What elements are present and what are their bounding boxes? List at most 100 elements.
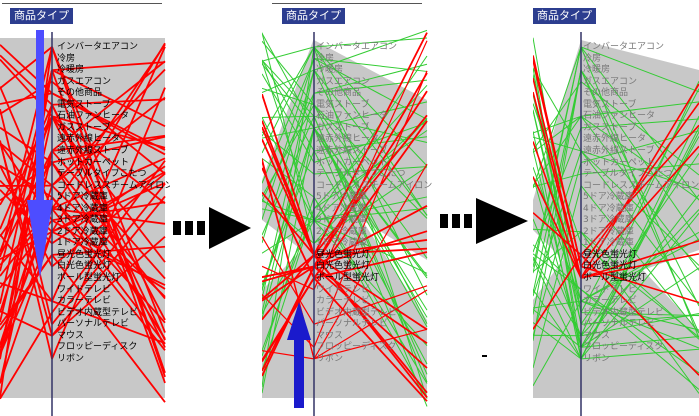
category-label[interactable]: マウス	[583, 330, 611, 341]
category-label[interactable]: 冷暖房	[57, 65, 85, 76]
category-label[interactable]: ホットカーペット	[57, 157, 130, 168]
category-label[interactable]: カラーテレビ	[316, 296, 371, 307]
category-label[interactable]: コードレススチームアイロン	[316, 180, 432, 191]
category-label[interactable]: 昼光色蛍光灯	[583, 249, 638, 260]
category-label[interactable]: 4ドア冷蔵庫	[316, 203, 367, 214]
category-label[interactable]: 2ドア冷蔵庫	[316, 226, 367, 237]
category-label[interactable]: 冷房	[57, 53, 76, 64]
category-label[interactable]: ガスストーブ	[57, 122, 111, 133]
category-label[interactable]: ワイドテレビ	[316, 284, 371, 295]
green-connection-line	[580, 300, 699, 349]
category-label[interactable]: 白光色蛍光灯	[583, 261, 638, 272]
green-connection-line	[262, 115, 315, 119]
category-label[interactable]: その他商品	[57, 88, 103, 99]
category-label[interactable]: 遠赤外線ストーブ	[57, 145, 129, 156]
category-label[interactable]: ビデオ内蔵型テレビ	[316, 307, 398, 318]
category-label[interactable]: 5ドア冷蔵庫	[57, 192, 108, 203]
category-label[interactable]: フロッピーディスク	[57, 342, 138, 353]
green-connection-line	[533, 244, 582, 290]
category-label[interactable]: その他商品	[583, 88, 629, 99]
category-label[interactable]: ガスストーブ	[583, 122, 637, 133]
category-label[interactable]: 白光色蛍光灯	[57, 261, 112, 272]
category-label[interactable]: パーソナルテレビ	[583, 319, 656, 330]
category-label[interactable]: 2ドア冷蔵庫	[583, 226, 634, 237]
panel-2-title[interactable]: 商品タイプ	[282, 8, 345, 24]
category-label[interactable]: ビデオ内蔵型テレビ	[57, 307, 139, 318]
category-label[interactable]: インバータエアコン	[316, 42, 398, 52]
red-connection-line	[313, 120, 428, 279]
category-label[interactable]: 冷房	[316, 53, 335, 64]
green-connection-line	[313, 58, 428, 120]
category-label[interactable]: コードレススチームアイロン	[57, 180, 170, 191]
category-label[interactable]: 3ドア冷蔵庫	[583, 215, 634, 226]
category-label[interactable]: フロッピーディスク	[316, 342, 397, 353]
category-label[interactable]: ワイドテレビ	[57, 284, 112, 295]
category-label[interactable]: 5ドア冷蔵庫	[316, 192, 367, 203]
category-label[interactable]: 4ドア冷蔵庫	[583, 203, 634, 214]
category-label[interactable]: 昼光色蛍光灯	[57, 249, 112, 260]
category-label[interactable]: 3ドア冷蔵庫	[316, 215, 367, 226]
category-label[interactable]: 冷暖房	[316, 65, 344, 76]
category-label[interactable]: リボン	[57, 353, 85, 364]
category-label[interactable]: パーソナルテレビ	[316, 319, 389, 330]
category-label[interactable]: ボール型蛍光灯	[316, 273, 380, 283]
category-label[interactable]: 石油ファンヒータ	[57, 111, 130, 122]
category-label[interactable]: 遠赤外線ヒータ	[583, 134, 647, 145]
category-label[interactable]: カラーテレビ	[57, 296, 112, 307]
panel-1-title[interactable]: 商品タイプ	[10, 8, 73, 24]
category-label[interactable]: ビデオ内蔵型テレビ	[583, 307, 665, 318]
category-label[interactable]: 1ドア冷蔵庫	[583, 238, 634, 249]
category-label[interactable]: ガスエアコン	[583, 76, 638, 87]
green-connection-line	[580, 130, 699, 163]
category-label[interactable]: ホットカーペット	[316, 157, 389, 168]
category-label[interactable]: フロッピーディスク	[583, 342, 664, 353]
category-label[interactable]: 3ドア冷蔵庫	[57, 215, 108, 226]
category-label[interactable]: コードレススチームアイロン	[583, 180, 699, 191]
category-label[interactable]: リボン	[316, 353, 344, 364]
category-label[interactable]: 遠赤外線ストーブ	[316, 145, 388, 156]
category-label[interactable]: ガスエアコン	[57, 76, 112, 87]
category-label[interactable]: 石油ファンヒータ	[583, 111, 656, 122]
green-connection-line	[262, 32, 315, 129]
category-label[interactable]: 遠赤外線ヒータ	[316, 134, 380, 145]
category-label[interactable]: 白光色蛍光灯	[316, 261, 371, 272]
category-label[interactable]: テーブルタイプこたつ	[316, 169, 406, 180]
category-label[interactable]: インバータエアコン	[57, 42, 139, 52]
green-connection-line	[262, 127, 315, 291]
category-label[interactable]: ボール型蛍光灯	[583, 273, 647, 283]
category-label[interactable]: マウス	[316, 330, 344, 341]
category-label[interactable]: 電気ストーブ	[316, 99, 370, 110]
category-label[interactable]: 冷暖房	[583, 65, 611, 76]
category-label[interactable]: マウス	[57, 330, 85, 341]
category-label[interactable]: 冷房	[583, 53, 602, 64]
category-label[interactable]: 2ドア冷蔵庫	[57, 226, 108, 237]
category-label[interactable]: ボール型蛍光灯	[57, 273, 121, 283]
panel-3-title[interactable]: 商品タイプ	[533, 8, 596, 24]
category-label[interactable]: ガスストーブ	[316, 122, 370, 133]
category-label[interactable]: ワイドテレビ	[583, 284, 638, 295]
category-label[interactable]: 遠赤外線ストーブ	[583, 145, 655, 156]
category-label[interactable]: 遠赤外線ヒータ	[57, 134, 121, 145]
category-label[interactable]: 電気ストーブ	[57, 99, 111, 110]
category-label[interactable]: ガスエアコン	[316, 76, 371, 87]
category-label[interactable]: 4ドア冷蔵庫	[57, 203, 108, 214]
category-label[interactable]: ホットカーペット	[583, 157, 656, 168]
category-label[interactable]: その他商品	[316, 88, 362, 99]
category-label[interactable]: 1ドア冷蔵庫	[316, 238, 367, 249]
red-connection-line	[51, 160, 166, 314]
category-label[interactable]: 昼光色蛍光灯	[316, 249, 371, 260]
category-label[interactable]: 石油ファンヒータ	[316, 111, 389, 122]
red-connection-line	[313, 247, 428, 256]
category-label[interactable]: 5ドア冷蔵庫	[583, 192, 634, 203]
category-label[interactable]: 電気ストーブ	[583, 99, 637, 110]
category-label[interactable]: インバータエアコン	[583, 42, 665, 52]
category-label[interactable]: テーブルタイプこたつ	[57, 169, 147, 180]
category-label[interactable]: パーソナルテレビ	[57, 319, 130, 330]
category-label[interactable]: テーブルタイプこたつ	[583, 169, 673, 180]
category-label[interactable]: カラーテレビ	[583, 296, 638, 307]
category-label[interactable]: リボン	[583, 353, 611, 364]
green-connection-line	[533, 231, 582, 273]
category-label[interactable]: 1ドア冷蔵庫	[57, 238, 108, 249]
red-connection-line	[262, 93, 315, 256]
green-connection-line	[533, 116, 582, 187]
